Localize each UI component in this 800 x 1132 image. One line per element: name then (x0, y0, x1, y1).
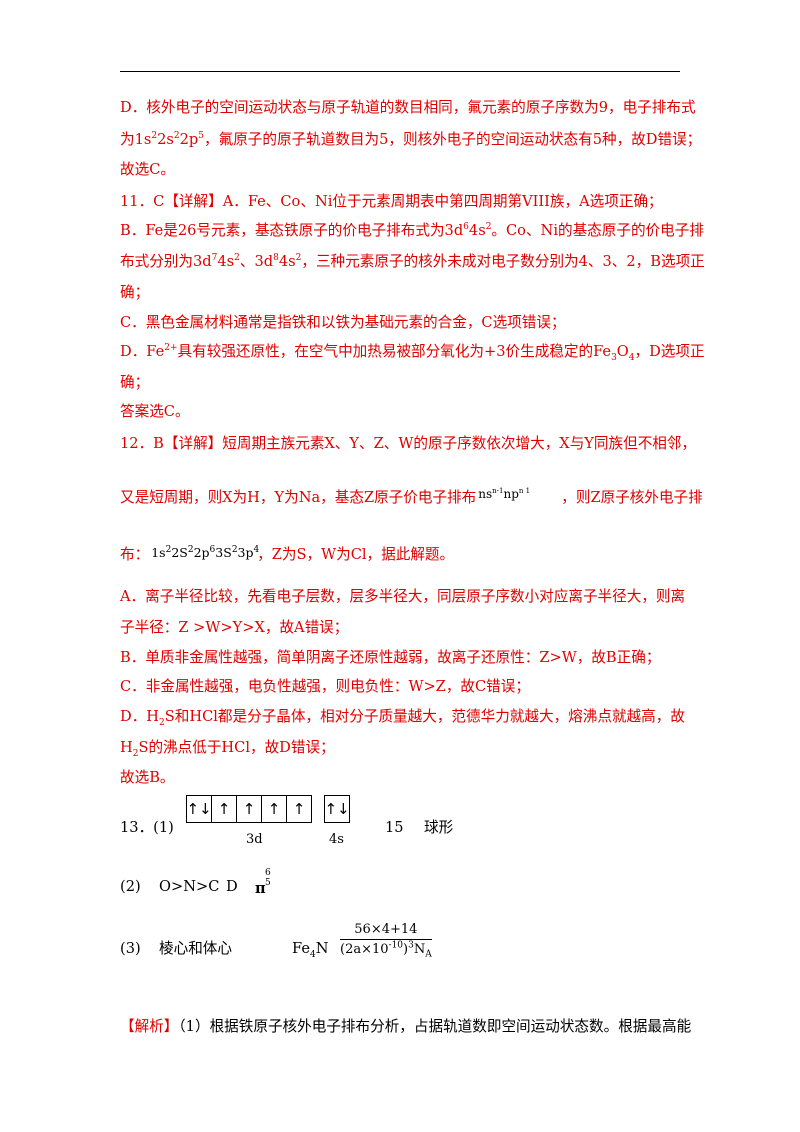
q12-option-c: C．非金属性越强，电负性越强，则电负性：W>Z，故C错误； (120, 678, 530, 695)
answer-11: 答案选C。 (120, 403, 190, 420)
fraction-numerator: 56×4+14 (340, 922, 432, 940)
orbital-box: ↑↓ (186, 795, 212, 823)
q11-line-b2: 布式分别为3d74s2、3d84s2，三种元素原子的核外未成对电子数分别为4、3… (120, 253, 705, 270)
q11-line-d1: D．Fe2+具有较强还原性，在空气中加热易被部分氧化为+3价生成稳定的Fe3O4… (120, 343, 705, 363)
q12-option-d-line1: D．H2S和HCl都是分子晶体，相对分子质量越大，范德华力就越大，熔沸点就越高，… (120, 708, 685, 728)
q13-part1-count: 15 (385, 819, 404, 836)
q13-part3-label: (3) (120, 940, 141, 957)
orbital-box: ↑ (211, 795, 236, 823)
density-fraction: 56×4+14 (2a×10-10)3NA (340, 922, 432, 960)
q11-line-d2: 确； (120, 374, 150, 391)
q12-option-b: B．单质非金属性越强，简单阴离子还原性越弱，故离子还原性：Z>W，故B正确； (120, 649, 661, 666)
orbital-box: ↑ (261, 795, 286, 823)
q12-line-3: 布：1s22S22p63S23p4，Z为S，W为Cl，据此解题。 (120, 544, 455, 563)
q12-option-a-line1: A．离子半径比较，先看电子层数，层多半径大，同层原子序数小对应离子半径大，则离 (120, 588, 686, 605)
q13-part1-label: 13．(1) (120, 819, 174, 836)
q12-option-d-line2: H2S的沸点低于HCl，故D错误； (120, 739, 335, 759)
orbital-box: ↑↓ (324, 795, 350, 823)
orbital-box: ↑ (236, 795, 261, 823)
q13-part3-formula: Fe4N (292, 940, 329, 960)
option-d-line2: 为1s22s22p5，氟原子的原子轨道数目为5，则核外电子的空间运动状态有5种，… (120, 131, 702, 148)
q11-line-c: C．黑色金属材料通常是指铁和以铁为基础元素的合金，C选项错误； (120, 314, 566, 331)
fraction-denominator: (2a×10-10)3NA (340, 940, 432, 960)
orbital-3d-boxes: ↑↓ ↑ ↑ ↑ ↑ (186, 795, 312, 823)
q13-part2-label: (2) (120, 878, 141, 895)
orbital-4s-boxes: ↑↓ (324, 795, 350, 823)
q11-line-a: 11．C【详解】A．Fe、Co、Ni位于元素周期表中第四周期第VIII族，A选项… (120, 193, 663, 210)
pi-superscript: 6 (265, 868, 271, 878)
q12-line-1: 12．B【详解】短周期主族元素X、Y、Z、W的原子序数依次增大，X与Y同族但不相… (120, 435, 697, 452)
header-rule (120, 71, 680, 72)
q12-option-a-line2: 子半径：Z >W>Y>X，故A错误； (120, 619, 349, 636)
q13-part2-choice: D (226, 878, 238, 895)
q11-line-b3: 确； (120, 284, 150, 301)
label-3d: 3d (246, 832, 263, 847)
jiexi-line: 【解析】（1）根据铁原子核外电子排布分析，占据轨道数即空间运动状态数。根据最高能 (120, 1018, 692, 1035)
q13-part1-shape: 球形 (424, 819, 454, 836)
q13-part2-order: O>N>C (159, 878, 220, 895)
q13-part3-position: 棱心和体心 (159, 940, 232, 957)
answer-10: 故选C。 (120, 161, 175, 178)
orbital-box: ↑ (286, 795, 312, 823)
pi-symbol: π (255, 880, 266, 897)
label-4s: 4s (329, 832, 344, 847)
pi-subscript: 5 (265, 878, 271, 888)
option-d-line1: D．核外电子的空间运动状态与原子轨道的数目相同，氟元素的原子序数为9，电子排布式 (120, 99, 696, 116)
q11-line-b1: B．Fe是26号元素，基态铁原子的价电子排布式为3d64s2。Co、Ni的基态原… (120, 222, 704, 239)
answer-12: 故选B。 (120, 769, 175, 786)
